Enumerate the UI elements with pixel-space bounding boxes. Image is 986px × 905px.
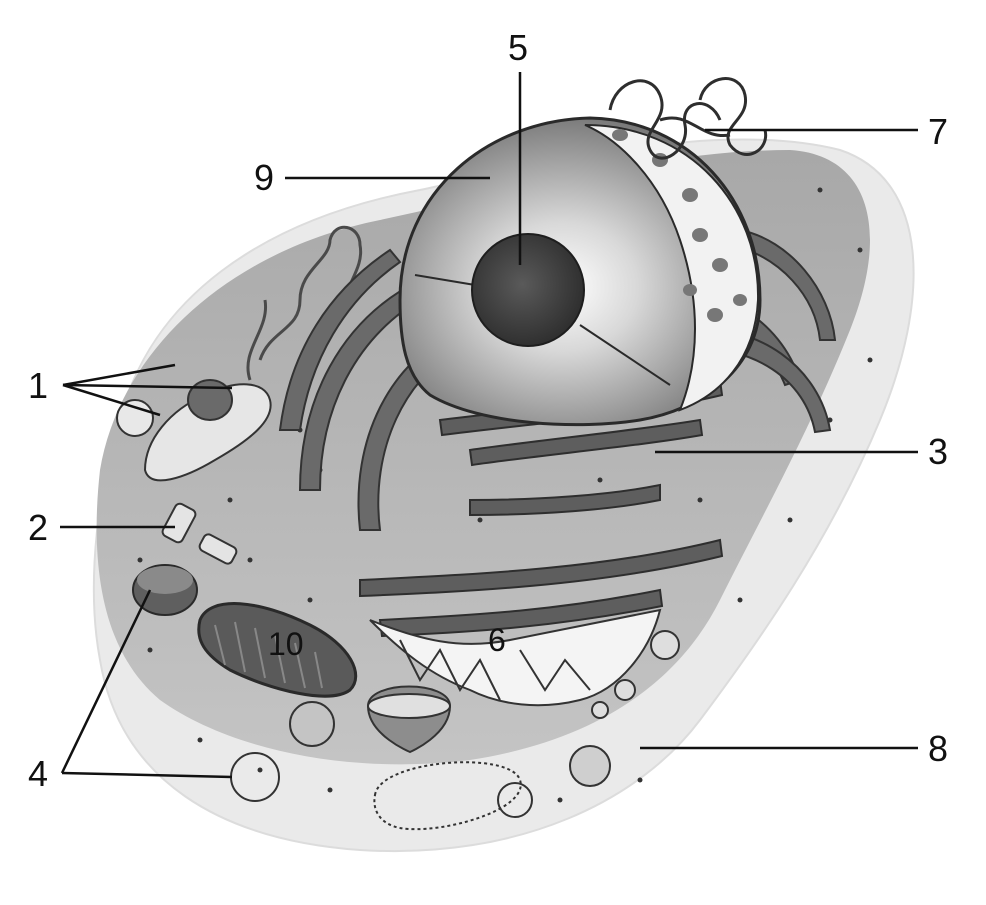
smooth-er-left <box>246 225 363 381</box>
label-6: 6 <box>488 622 506 658</box>
lysosome <box>132 564 198 616</box>
chromatin-tangles <box>608 77 768 160</box>
label-4: 4 <box>28 753 49 794</box>
label-2: 2 <box>28 507 49 548</box>
leader-lines <box>60 72 918 779</box>
label-1: 1 <box>28 365 49 406</box>
nucleolus <box>471 233 585 347</box>
centrioles <box>161 502 238 565</box>
mitochondrion-main <box>197 602 358 698</box>
label-10: 10 <box>268 626 304 662</box>
golgi-vesicle-region <box>369 608 662 707</box>
vesicles-lower <box>230 630 680 831</box>
nucleus <box>398 116 762 427</box>
label-7: 7 <box>928 111 949 152</box>
label-9: 9 <box>254 157 275 198</box>
vesicle-small <box>116 399 154 437</box>
mitochondrion-left <box>143 379 272 482</box>
label-5: 5 <box>508 27 529 68</box>
label-8: 8 <box>928 728 949 769</box>
label-3: 3 <box>928 431 949 472</box>
